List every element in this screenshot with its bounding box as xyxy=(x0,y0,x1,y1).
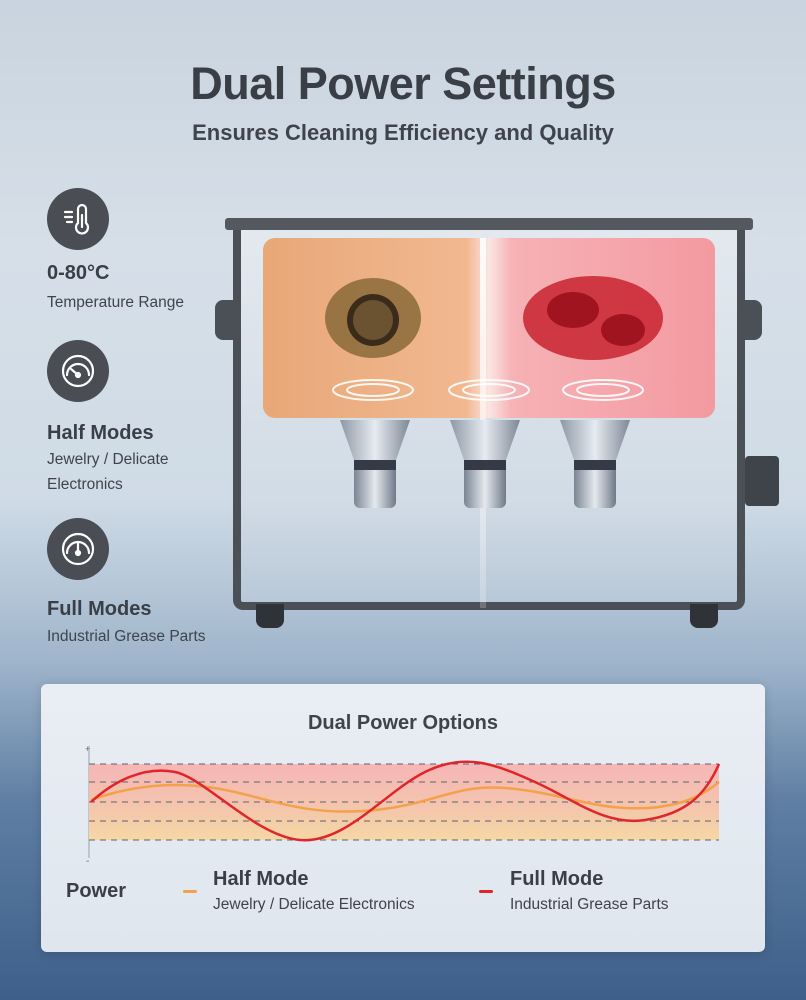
water-basin xyxy=(263,238,715,418)
feature-title-half: Half Modes xyxy=(47,422,154,444)
power-wave-chart: + - xyxy=(85,744,721,864)
feature-title-temperature: 0-80°C xyxy=(47,262,110,284)
tank-handle-left xyxy=(215,300,237,340)
panel-title: Dual Power Options xyxy=(307,712,499,734)
page-subtitle: Ensures Cleaning Efficiency and Quality xyxy=(192,120,614,145)
power-label: Power xyxy=(66,880,127,902)
full-gauge-icon xyxy=(47,518,109,580)
tank-foot xyxy=(256,604,284,628)
half-mode-wave xyxy=(90,781,720,813)
half-gauge-icon xyxy=(47,340,109,402)
feature-desc-temperature: Temperature Range xyxy=(47,294,184,311)
tank-foot xyxy=(690,604,718,628)
half-mode-swatch xyxy=(183,890,197,893)
transducer xyxy=(560,420,630,510)
axis-plus-label: + xyxy=(85,744,90,754)
tank-rim xyxy=(225,218,753,230)
half-mode-desc: Jewelry / Delicate Electronics xyxy=(213,896,415,913)
full-mode-swatch xyxy=(479,890,493,893)
control-knob xyxy=(745,456,779,506)
power-options-panel: Dual Power Options + - Power Half Mode J… xyxy=(41,684,765,952)
feature-desc-full: Industrial Grease Parts xyxy=(47,628,206,645)
red-parts-object xyxy=(523,276,663,360)
feature-desc-half: Jewelry / Delicate Electronics xyxy=(47,451,169,493)
tank-handle-right xyxy=(740,300,762,340)
full-mode-title: Full Mode xyxy=(510,868,604,890)
transducer xyxy=(340,420,410,510)
axis-minus-label: - xyxy=(86,856,89,864)
full-mode-wave xyxy=(90,760,721,842)
thermometer-icon xyxy=(47,188,109,250)
full-mode-desc: Industrial Grease Parts xyxy=(510,896,669,913)
transducer xyxy=(450,420,520,510)
ultrasonic-waves xyxy=(332,379,644,401)
half-mode-title: Half Mode xyxy=(213,868,309,890)
feature-title-full: Full Modes xyxy=(47,598,152,620)
page-title: Dual Power Settings xyxy=(190,58,616,109)
watch-object xyxy=(325,278,421,358)
gridlines xyxy=(89,763,719,841)
